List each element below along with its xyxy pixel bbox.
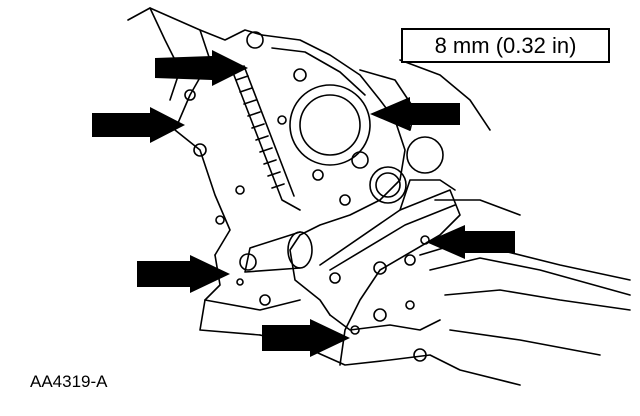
arrow-left-cover-edge — [92, 107, 185, 143]
arrow-left-lower-bolt — [137, 255, 230, 293]
lower-cover — [204, 254, 301, 311]
crank-snout — [287, 231, 313, 269]
torque-spec-label: 8 mm (0.32 in) — [401, 28, 610, 63]
arrow-upper-left-chain — [155, 50, 248, 86]
engine-block-upper — [127, 7, 231, 256]
arrow-right-cover-seam — [370, 97, 460, 131]
pump-pulley — [406, 136, 444, 174]
figure-id-label: AA4319-A — [30, 372, 108, 391]
crank-seal-bore — [289, 84, 371, 166]
arrow-bottom-oil-pan — [262, 319, 350, 357]
timing-chain — [231, 65, 301, 211]
engine-mount-bracket — [319, 189, 461, 366]
arrow-right-lower-seam — [426, 225, 515, 259]
